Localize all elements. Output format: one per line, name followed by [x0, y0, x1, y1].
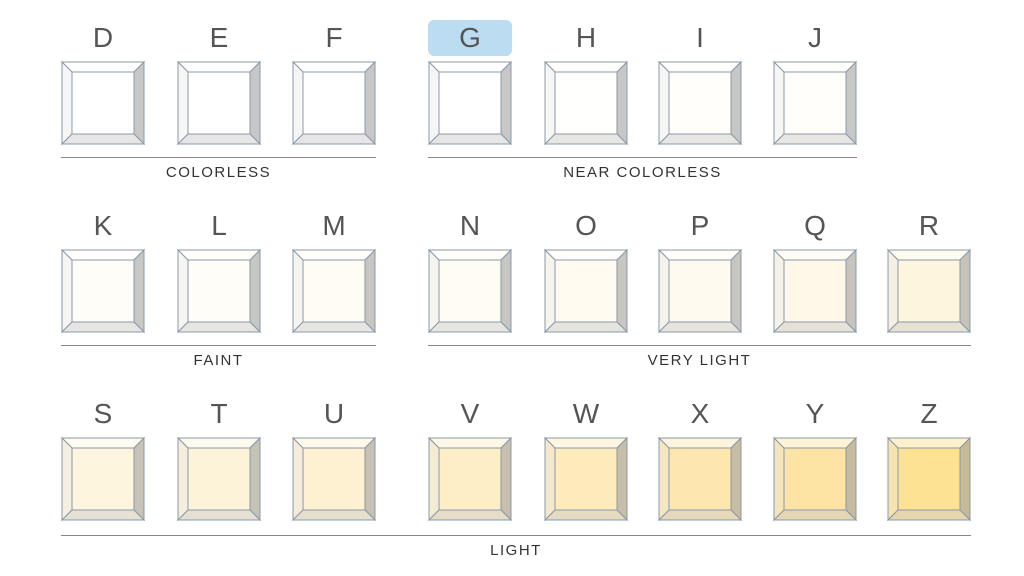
grade-swatch-m: [292, 249, 376, 333]
group-label: LIGHT: [490, 542, 542, 559]
grade-swatch-q: [773, 249, 857, 333]
grade-swatch-t: [177, 437, 261, 521]
group-divider: [61, 157, 376, 158]
grade-swatch-e: [177, 61, 261, 145]
grade-swatch-p: [658, 249, 742, 333]
grade-letter-n: N: [459, 210, 481, 241]
grade-swatch-o: [544, 249, 628, 333]
grade-swatch-u: [292, 437, 376, 521]
grade-swatch-g: [428, 61, 512, 145]
grade-letter-z: Z: [920, 398, 938, 429]
grade-letter-e: E: [209, 22, 229, 53]
grade-letter-t: T: [210, 398, 228, 429]
group-label: COLORLESS: [165, 164, 272, 181]
grade-letter-y: Y: [805, 398, 825, 429]
group-divider: [61, 535, 971, 536]
grade-letter-x: X: [690, 398, 710, 429]
grade-swatch-v: [428, 437, 512, 521]
grade-swatch-y: [773, 437, 857, 521]
grade-letter-j: J: [808, 22, 822, 53]
grade-letter-s: S: [93, 398, 113, 429]
grade-letter-o: O: [575, 210, 597, 241]
grade-letter-f: F: [325, 22, 343, 53]
grade-swatch-z: [887, 437, 971, 521]
group-label: FAINT: [193, 352, 244, 369]
grade-letter-i: I: [696, 22, 704, 53]
grade-swatch-w: [544, 437, 628, 521]
grade-swatch-r: [887, 249, 971, 333]
grade-letter-d: D: [92, 22, 114, 53]
grade-letter-k: K: [93, 210, 113, 241]
group-label: VERY LIGHT: [647, 352, 752, 369]
grade-swatch-i: [658, 61, 742, 145]
grade-swatch-h: [544, 61, 628, 145]
grade-letter-v: V: [460, 398, 480, 429]
grade-swatch-x: [658, 437, 742, 521]
grade-letter-r: R: [918, 210, 940, 241]
group-label: NEAR COLORLESS: [563, 164, 722, 181]
grade-letter-h: H: [575, 22, 597, 53]
grade-letter-u: U: [323, 398, 345, 429]
grade-swatch-f: [292, 61, 376, 145]
grade-letter-g: G: [428, 20, 512, 56]
grade-swatch-d: [61, 61, 145, 145]
grade-letter-p: P: [690, 210, 710, 241]
grade-swatch-l: [177, 249, 261, 333]
grade-swatch-n: [428, 249, 512, 333]
grade-swatch-k: [61, 249, 145, 333]
grade-letter-m: M: [322, 210, 346, 241]
grade-letter-l: L: [211, 210, 227, 241]
group-divider: [428, 157, 857, 158]
grade-letter-w: W: [572, 398, 600, 429]
grade-swatch-j: [773, 61, 857, 145]
grade-swatch-s: [61, 437, 145, 521]
group-divider: [428, 345, 971, 346]
group-divider: [61, 345, 376, 346]
grade-letter-q: Q: [804, 210, 826, 241]
